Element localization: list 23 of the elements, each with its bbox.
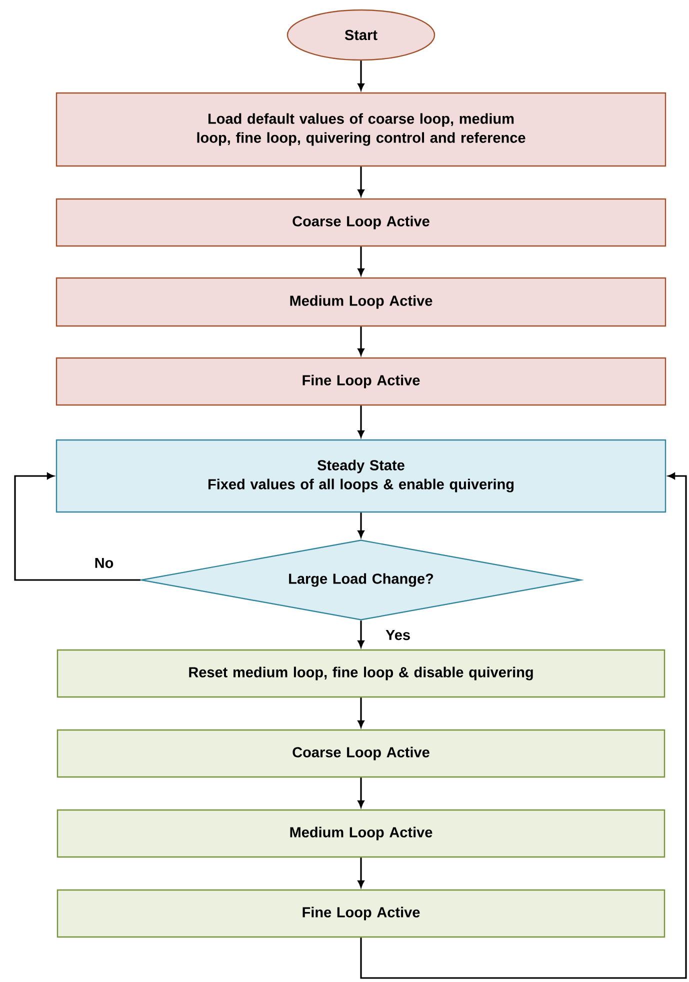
arrow [358, 512, 364, 538]
process-box: Load default values of coarse loop, medium loop, fine loop, quivering control and reference [56, 92, 666, 167]
arrow [358, 778, 364, 808]
arrow [358, 858, 364, 888]
process-box: Coarse Loop Active [56, 729, 666, 778]
arrow [358, 166, 364, 196]
process-box: Medium Loop Active [56, 277, 666, 327]
arrow [358, 620, 364, 648]
edge-label: Yes [384, 628, 412, 642]
arrow [358, 326, 364, 356]
arrow [358, 698, 364, 728]
arrow [358, 406, 364, 438]
edge-label: No [93, 556, 115, 570]
process-box: Reset medium loop, fine loop & disable quivering [56, 649, 666, 698]
process-box: Steady State Fixed values of all loops & enable quivering [56, 439, 666, 513]
arrow [14, 472, 140, 581]
process-box: Medium Loop Active [56, 809, 666, 858]
process-box: Fine Loop Active [56, 357, 666, 406]
arrow [358, 246, 364, 276]
process-box: Coarse Loop Active [56, 198, 666, 247]
arrow [358, 60, 364, 90]
process-box: Fine Loop Active [56, 889, 666, 938]
arrow [360, 472, 687, 979]
